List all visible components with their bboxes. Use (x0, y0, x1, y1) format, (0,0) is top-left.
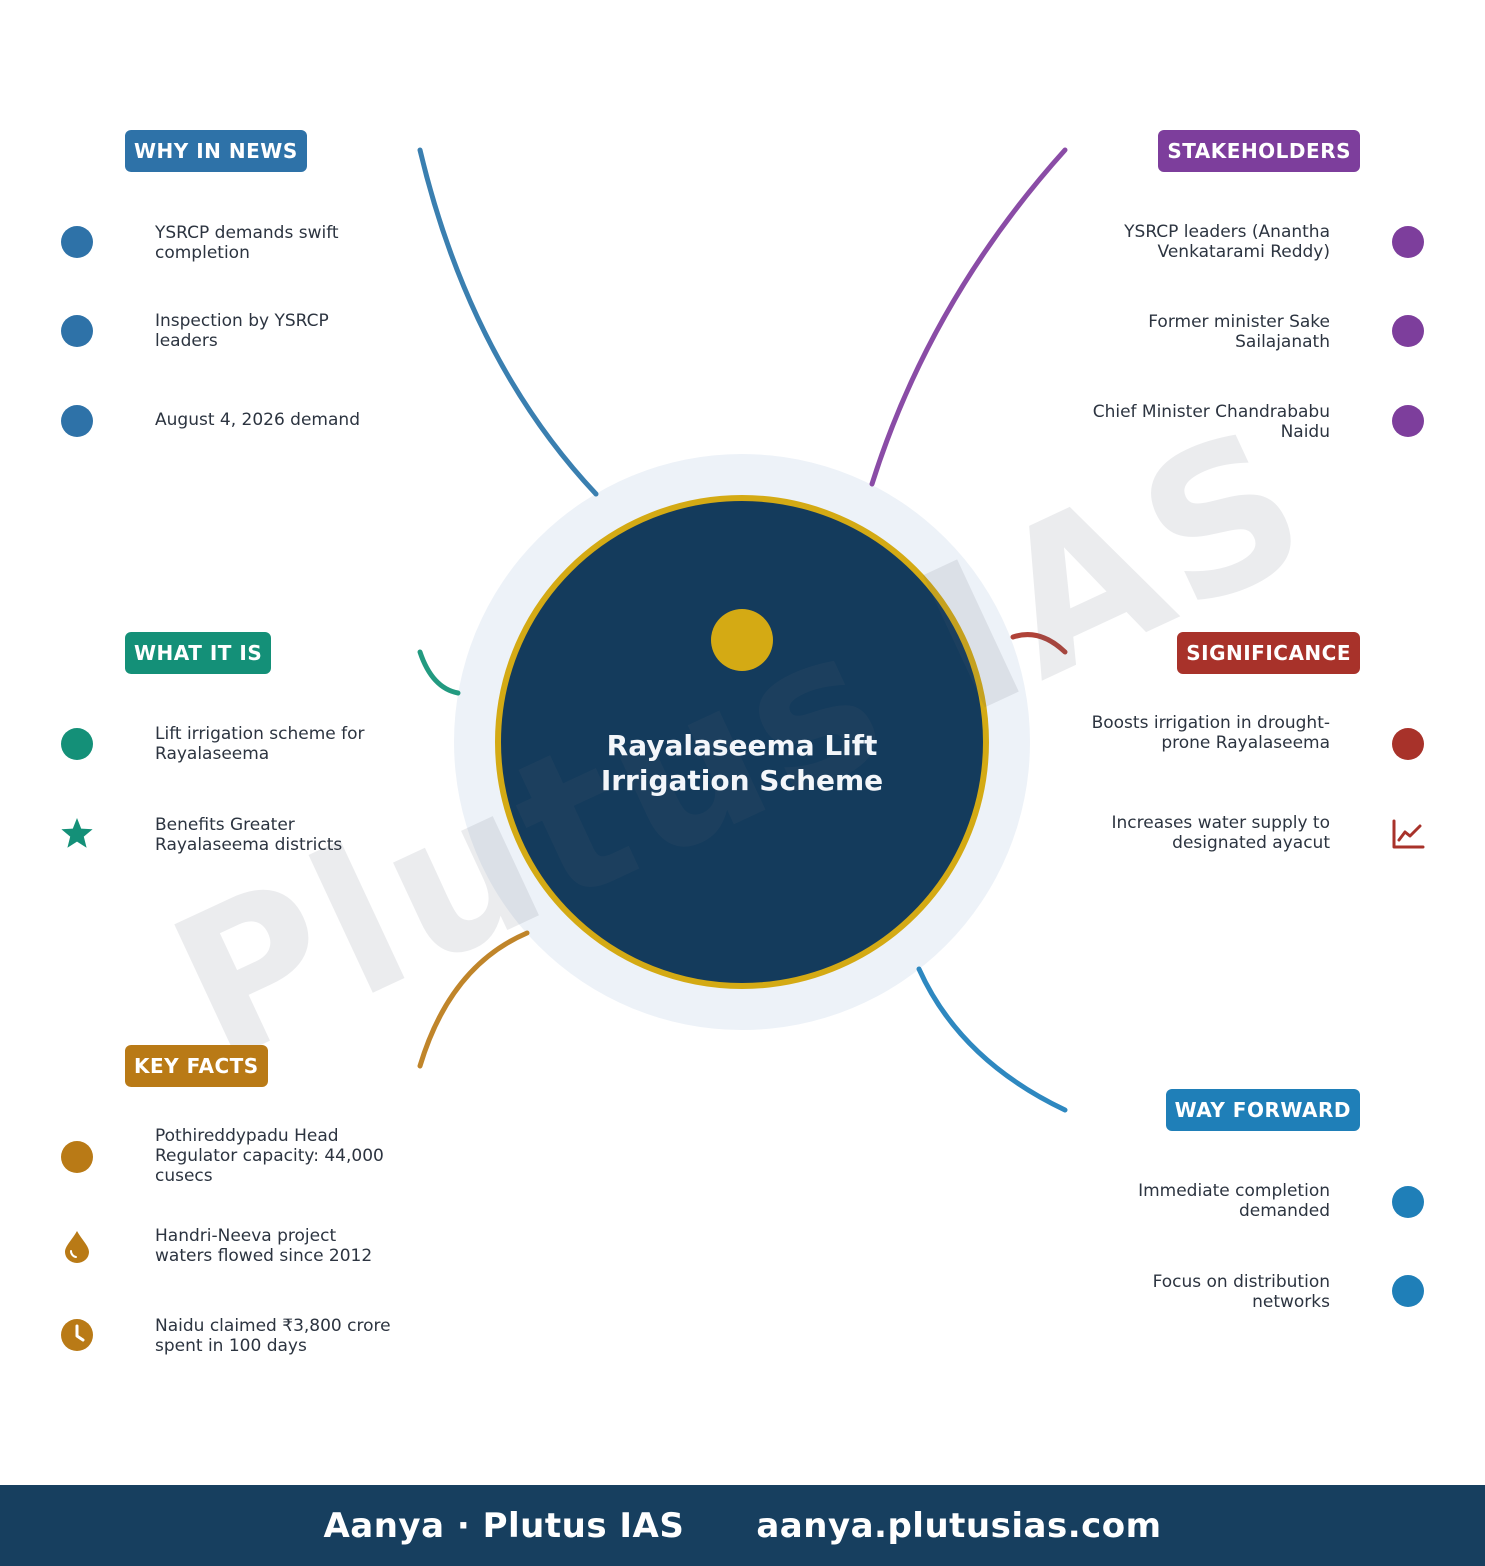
star-icon (60, 817, 94, 851)
why-in-news-header: WHY IN NEWS (125, 130, 307, 172)
dot-icon (60, 404, 94, 438)
dot-icon (60, 727, 94, 761)
dot-icon (60, 314, 94, 348)
way-forward-item-1: Immediate completion demanded (1138, 1181, 1330, 1221)
dot-icon (1391, 1185, 1425, 1219)
stakeholders-item-2: Former minister Sake Sailajanath (1148, 312, 1330, 352)
water-drop-icon (60, 1229, 94, 1263)
what-it-is-item-2: Benefits Greater Rayalaseema districts (155, 815, 343, 855)
significance-item-1: Boosts irrigation in drought-prone Rayal… (1091, 713, 1330, 753)
footer-brand: Aanya · Plutus IAS (323, 1505, 685, 1546)
way-forward-item-2: Focus on distribution networks (1152, 1272, 1330, 1312)
connector-way-forward (916, 966, 1068, 1113)
dot-icon (1391, 1274, 1425, 1308)
center-title: Rayalaseema Lift Irrigation Scheme (600, 729, 884, 797)
stakeholders-item-1: YSRCP leaders (Anantha Venkatarami Reddy… (1124, 222, 1330, 262)
dot-icon (1391, 727, 1425, 761)
connector-stakeholders (869, 147, 1068, 487)
key-facts-header: KEY FACTS (125, 1045, 268, 1087)
center-dot-icon (711, 609, 773, 671)
line-chart-icon (1391, 817, 1425, 851)
what-it-is-item-1: Lift irrigation scheme for Rayalaseema (155, 724, 365, 764)
why-in-news-item-1: YSRCP demands swift completion (155, 223, 339, 263)
way-forward-header: WAY FORWARD (1165, 1089, 1360, 1131)
connector-significance (1010, 632, 1068, 655)
center-node (495, 495, 989, 989)
dot-icon (1391, 404, 1425, 438)
connector-what-it-is (417, 649, 461, 696)
key-facts-item-1: Pothireddypadu Head Regulator capacity: … (155, 1126, 384, 1186)
what-it-is-header: WHAT IT IS (125, 632, 272, 674)
significance-item-2: Increases water supply to designated aya… (1111, 813, 1330, 853)
stakeholders-item-3: Chief Minister Chandrababu Naidu (1092, 402, 1330, 442)
why-in-news-item-3: August 4, 2026 demand (155, 410, 360, 430)
significance-header: SIGNIFICANCE (1177, 632, 1360, 674)
stakeholders-header: STAKEHOLDERS (1158, 130, 1360, 172)
clock-icon (60, 1318, 94, 1352)
key-facts-item-3: Naidu claimed ₹3,800 crore spent in 100 … (155, 1316, 391, 1356)
dot-icon (60, 225, 94, 259)
dot-icon (1391, 314, 1425, 348)
connector-key-facts (417, 930, 530, 1069)
footer-bar: Aanya · Plutus IAS aanya.plutusias.com (0, 1485, 1485, 1566)
key-facts-item-2: Handri-Neeva project waters flowed since… (155, 1226, 373, 1266)
why-in-news-item-2: Inspection by YSRCP leaders (155, 311, 329, 351)
dot-icon (60, 1140, 94, 1174)
footer-url[interactable]: aanya.plutusias.com (756, 1505, 1162, 1546)
dot-icon (1391, 225, 1425, 259)
connector-why-in-news (417, 147, 599, 497)
